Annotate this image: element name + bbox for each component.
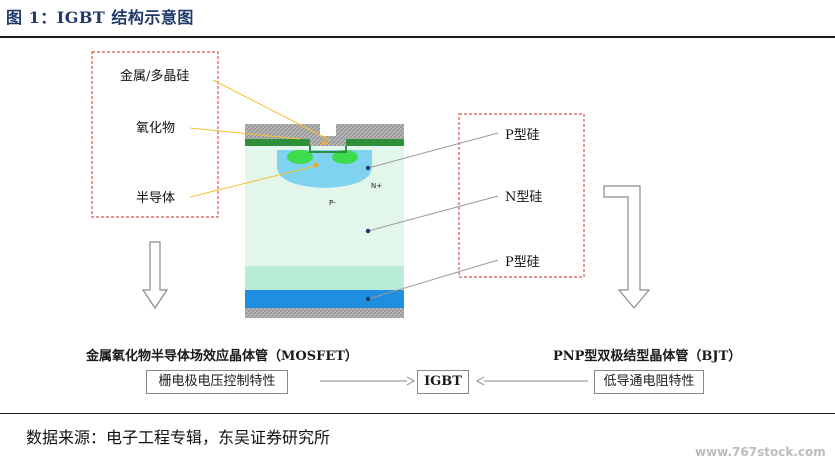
top-rule xyxy=(0,36,835,38)
dot-n-mid xyxy=(365,228,371,234)
collector-layer xyxy=(245,290,404,308)
leader-p-bottom xyxy=(367,259,499,300)
box-igbt: IGBT xyxy=(417,370,469,394)
buffer-layer xyxy=(245,266,404,290)
leader-dot-1 xyxy=(321,140,327,146)
label-p-silicon-bottom: P型硅 xyxy=(505,255,540,270)
label-bjt: PNP型双极结型晶体管（BJT） xyxy=(553,349,742,364)
gate-oxide xyxy=(309,146,347,153)
label-p-minus: P- xyxy=(329,199,336,207)
label-oxide: 氧化物 xyxy=(136,121,176,136)
label-mosfet: 金属氧化物半导体场效应晶体管（MOSFET） xyxy=(86,349,358,364)
label-p-silicon-top: P型硅 xyxy=(505,128,540,143)
data-source: 数据来源：电子工程专辑，东吴证券研究所 xyxy=(26,428,331,447)
right-bent-arrow xyxy=(603,185,651,309)
arrowhead-right xyxy=(475,376,485,386)
label-metal-polysilicon: 金属/多晶硅 xyxy=(120,69,190,84)
oxide-right xyxy=(346,139,404,146)
dot-p-bottom xyxy=(365,296,371,302)
left-down-arrow xyxy=(141,241,169,310)
right-dashed-box xyxy=(458,113,585,278)
leader-oxide xyxy=(189,127,301,140)
leader-dot-2 xyxy=(313,162,319,168)
igbt-diagram xyxy=(91,51,651,386)
oxide-left xyxy=(245,139,310,146)
label-semiconductor: 半导体 xyxy=(136,191,176,206)
leader-metal xyxy=(212,79,331,141)
n-plus-right xyxy=(332,150,358,164)
leader-n-mid xyxy=(367,195,499,232)
figure-title: 图 1：IGBT 结构示意图 xyxy=(6,8,194,27)
label-n-silicon: N型硅 xyxy=(505,190,543,205)
bottom-rule xyxy=(0,413,835,414)
leader-semi xyxy=(189,165,316,198)
device-cross-section xyxy=(245,124,404,318)
watermark: www.767stock.com xyxy=(695,445,826,459)
box-low-on-resistance: 低导通电阻特性 xyxy=(594,370,704,394)
arrowhead-left xyxy=(406,376,416,386)
box-gate-voltage-control: 栅电极电压控制特性 xyxy=(146,370,288,394)
bottom-metal xyxy=(245,308,404,318)
dot-p-top xyxy=(365,165,371,171)
leader-p-top xyxy=(367,132,499,169)
left-dashed-box xyxy=(91,51,219,218)
n-plus-left xyxy=(287,150,313,164)
label-n-plus: N+ xyxy=(371,182,383,190)
